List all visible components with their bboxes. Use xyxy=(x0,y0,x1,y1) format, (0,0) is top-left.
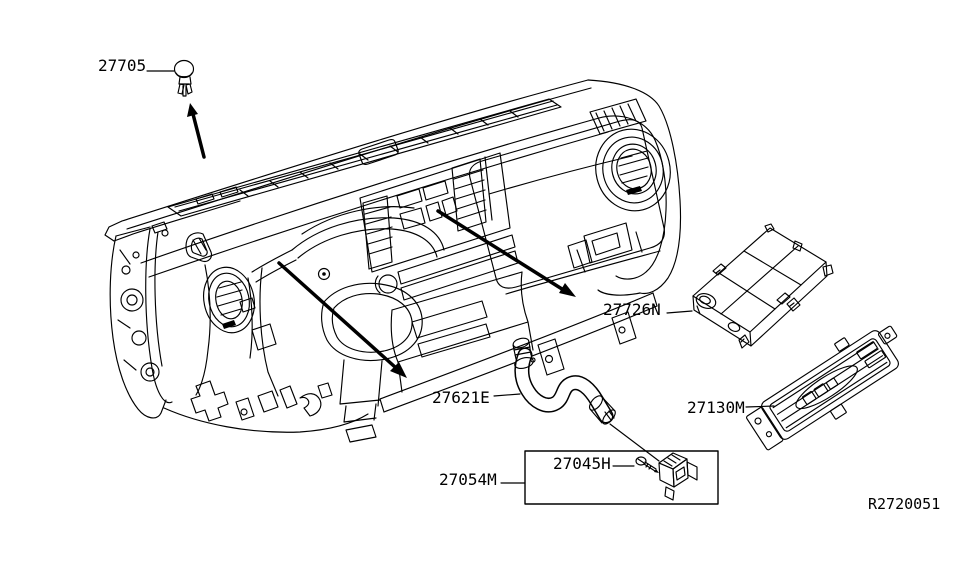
dash-top-edge xyxy=(104,79,592,242)
callout-sensor-kit: 27054M xyxy=(439,470,497,489)
left-triangle-vent xyxy=(185,232,213,263)
steering-column-shroud xyxy=(251,206,445,443)
defroster-grille xyxy=(167,98,562,217)
indicator-arrow-27621e xyxy=(277,261,407,378)
callout-hose: 27621E xyxy=(432,388,490,407)
callout-screw: 27045H xyxy=(553,454,611,473)
left-round-vent xyxy=(203,266,255,334)
callout-amplifier: 27726N xyxy=(603,300,661,319)
dashboard-illustration xyxy=(104,79,682,443)
bottom-sill xyxy=(379,222,658,413)
passenger-airbag-panel xyxy=(468,119,665,295)
sensor-kit-box xyxy=(524,450,719,505)
dash-right-end xyxy=(587,79,682,296)
center-left-vent xyxy=(362,195,393,270)
part-clip-sensor xyxy=(173,59,195,97)
indicator-arrow-27726n xyxy=(436,209,576,297)
defroster-corner-vent xyxy=(589,98,647,135)
lower-brackets xyxy=(163,380,369,433)
indicator-arrow-27705 xyxy=(187,103,206,159)
left-end-panel xyxy=(109,226,279,419)
right-round-vent xyxy=(595,128,671,212)
stack-switch-panel xyxy=(396,180,458,230)
part-hose xyxy=(512,337,616,425)
figure-reference-code: R2720051 xyxy=(868,495,941,513)
callout-control-panel: 27130M xyxy=(687,398,745,417)
callout-clip-sensor: 27705 xyxy=(98,56,147,75)
part-sensor-unit xyxy=(658,452,698,501)
leader-lines xyxy=(146,70,775,484)
part-control-panel xyxy=(746,325,899,451)
part-amplifier-module xyxy=(692,223,834,349)
part-screw xyxy=(635,456,659,473)
center-right-vent xyxy=(451,156,493,232)
